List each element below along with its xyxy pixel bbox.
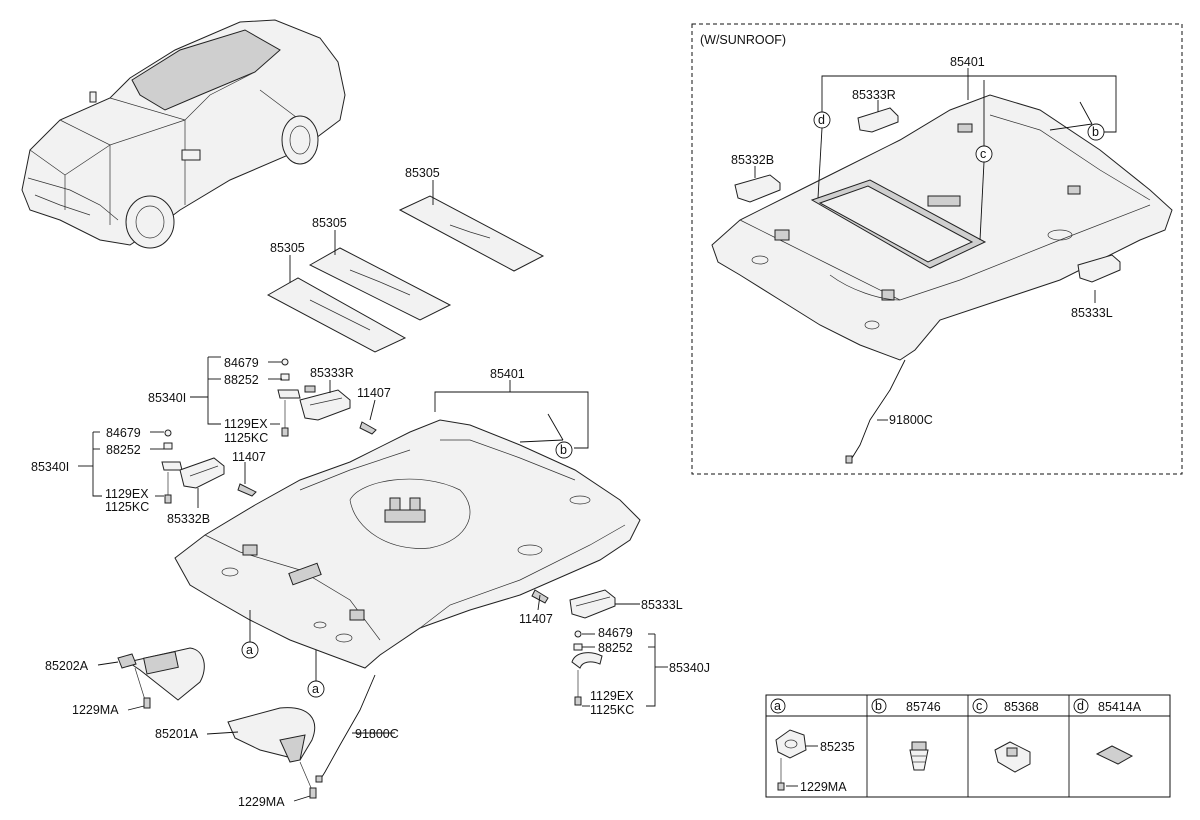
part-label-11407: 11407 [357, 386, 391, 400]
legend-letter-d: d [1077, 699, 1084, 713]
callout-d-circle [813, 111, 831, 129]
part-label-84679: 84679 [106, 426, 141, 440]
legend-letter-a: a [774, 699, 781, 713]
part-label-1125KC: 1125KC [105, 500, 149, 514]
main-headliner-leader [434, 380, 589, 449]
part-label-11407: 11407 [232, 450, 266, 464]
wiring-connector [315, 775, 323, 783]
callout-b-letter: b [1092, 125, 1099, 139]
headliner-pads [266, 195, 545, 353]
part-label-88252: 88252 [224, 373, 259, 387]
part-label-1129EX: 1129EX [224, 417, 268, 431]
sunroof-bracket-leaders [754, 100, 1096, 303]
sun-visor-left-leaders [97, 661, 145, 711]
part-label-11407: 11407 [519, 612, 553, 626]
part-label-1129EX: 1129EX [105, 487, 149, 501]
assist-grip-right [531, 589, 616, 706]
sunroof-wiring-connector [845, 455, 853, 464]
callout-b-circle [555, 441, 573, 459]
legend-part-1229MA: 1229MA [800, 780, 847, 794]
legend-part-85746: 85746 [906, 700, 941, 714]
sunroof-main-leader [817, 68, 1117, 241]
part-label-85332B: 85332B [167, 512, 210, 526]
sun-visor-right [227, 707, 317, 799]
part-label-85333R: 85333R [310, 366, 354, 380]
callout-a-letter: a [312, 682, 319, 696]
part-label-85332B: 85332B [731, 153, 774, 167]
main-headliner [174, 419, 641, 669]
callout-d-letter: d [818, 113, 825, 127]
part-label-1229MA: 1229MA [238, 795, 285, 809]
part-label-91800C: 91800C [355, 727, 399, 741]
sunroof-variant-frame [691, 23, 1183, 475]
callout-b-letter: b [560, 443, 567, 457]
assist-grip-middle-leaders [78, 431, 246, 508]
part-label-85333R: 85333R [852, 88, 896, 102]
pad-leader-lines [289, 180, 434, 283]
assist-grip-right-leaders [537, 594, 668, 707]
sunroof-caption: (W/SUNROOF) [700, 33, 786, 47]
wiring-harness-main [319, 674, 376, 781]
part-label-1125KC: 1125KC [590, 703, 634, 717]
part-label-1125KC: 1125KC [224, 431, 268, 445]
sun-visor-right-leaders [206, 731, 311, 802]
legend-letter-c: c [976, 699, 982, 713]
part-label-85202A: 85202A [45, 659, 89, 673]
part-label-84679: 84679 [224, 356, 259, 370]
part-label-85340J: 85340J [669, 661, 710, 675]
vehicle-illustration [21, 19, 346, 249]
legend-part-85414A: 85414A [1098, 700, 1142, 714]
legend-letter-b: b [875, 699, 882, 713]
part-label-85305: 85305 [270, 241, 305, 255]
legend-part-85235: 85235 [820, 740, 855, 754]
assist-grip-upper-leaders [190, 356, 376, 425]
sunroof-wiring-harness [851, 359, 906, 459]
assist-grip-middle [161, 429, 257, 504]
part-label-91800C: 91800C [889, 413, 933, 427]
callout-c-letter: c [980, 147, 986, 161]
part-label-1129EX: 1129EX [590, 689, 634, 703]
part-label-85333L: 85333L [641, 598, 683, 612]
callout-c-circle [975, 145, 993, 163]
callout-a-letter: a [246, 643, 253, 657]
part-label-85340I: 85340I [31, 460, 69, 474]
part-label-85401: 85401 [950, 55, 985, 69]
legend-part-85368: 85368 [1004, 700, 1039, 714]
part-label-85340I: 85340I [148, 391, 186, 405]
part-label-84679: 84679 [598, 626, 633, 640]
part-label-85333L: 85333L [1071, 306, 1113, 320]
parts-legend-table: a b 85746 c 85368 d 85414A 85235 1229MA [765, 694, 1171, 798]
callout-b-circle [1087, 123, 1105, 141]
part-label-1229MA: 1229MA [72, 703, 119, 717]
sunroof-headliner [711, 94, 1173, 361]
callout-a-circle [307, 680, 325, 698]
part-label-85305: 85305 [312, 216, 347, 230]
assist-grip-upper [277, 358, 377, 437]
part-label-88252: 88252 [598, 641, 633, 655]
part-label-85401: 85401 [490, 367, 525, 381]
callout-a-circle [241, 641, 259, 659]
part-label-85201A: 85201A [155, 727, 199, 741]
part-label-88252: 88252 [106, 443, 141, 457]
part-label-85305: 85305 [405, 166, 440, 180]
sunroof-grip-brackets [734, 107, 1121, 283]
sun-visor-left [117, 647, 205, 709]
